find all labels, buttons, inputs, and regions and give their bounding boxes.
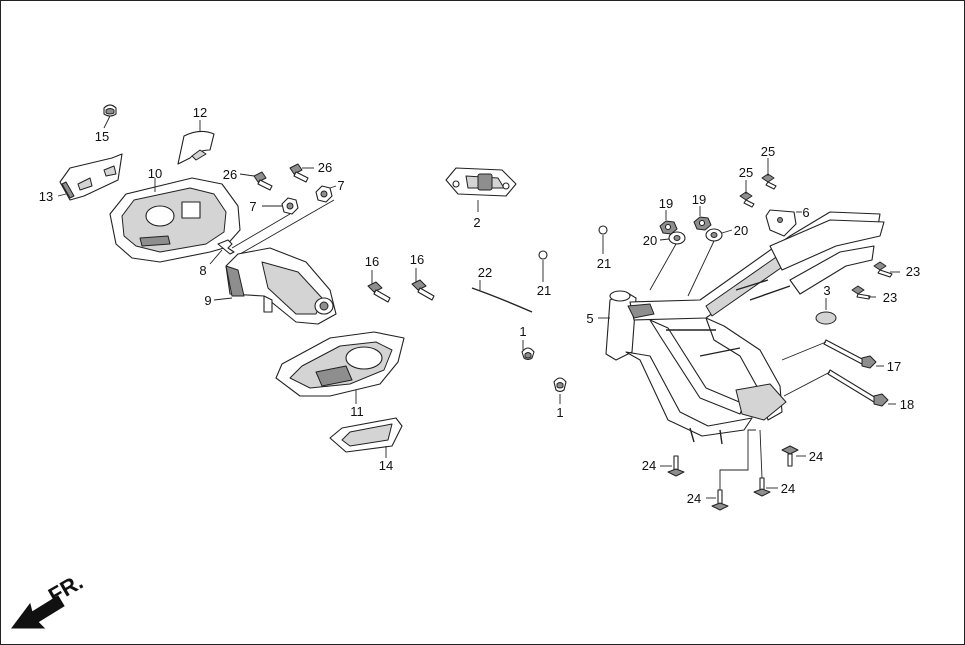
leader-20a xyxy=(659,238,670,241)
callout-10: 10 xyxy=(148,166,162,181)
callout-5: 5 xyxy=(586,311,593,326)
part-24-bolt-c[interactable] xyxy=(753,477,771,497)
part-26-bolt-a[interactable] xyxy=(253,171,273,191)
callout-19a: 19 xyxy=(659,196,673,211)
callout-16b: 16 xyxy=(410,252,424,267)
part-21-clip-a[interactable] xyxy=(538,250,548,260)
leader-8-link-a xyxy=(231,213,291,249)
part-17-long-bolt[interactable] xyxy=(823,339,877,369)
leader-9 xyxy=(213,297,233,301)
callout-23a: 23 xyxy=(906,264,920,279)
leader-13 xyxy=(57,193,67,197)
part-15-clip[interactable] xyxy=(103,104,117,117)
part-20-washer-b[interactable] xyxy=(705,228,723,242)
callout-12: 12 xyxy=(193,105,207,120)
part-24-bolt-b[interactable] xyxy=(711,489,729,511)
part-1-grommet-a[interactable] xyxy=(521,347,535,361)
callout-24d: 24 xyxy=(809,449,823,464)
part-25-bolt-a[interactable] xyxy=(761,173,777,190)
callout-19b: 19 xyxy=(692,192,706,207)
part-7-nut-b[interactable] xyxy=(315,185,333,203)
part-24-bolt-d[interactable] xyxy=(781,445,799,467)
part-24-bolt-a[interactable] xyxy=(667,455,685,477)
leader-8 xyxy=(209,249,223,265)
leader-17-to-frame xyxy=(781,341,827,361)
leader-8-link-b xyxy=(239,199,335,255)
leader-20b-to-frame xyxy=(687,240,715,297)
part-20-washer-a[interactable] xyxy=(668,231,686,245)
callout-26b: 26 xyxy=(318,160,332,175)
callout-17: 17 xyxy=(887,359,901,374)
callout-6: 6 xyxy=(802,205,809,220)
part-16-bolt-a[interactable] xyxy=(367,281,391,303)
part-22-tube[interactable] xyxy=(471,287,533,313)
part-2-bracket[interactable] xyxy=(445,167,517,197)
callout-16a: 16 xyxy=(365,254,379,269)
callout-3: 3 xyxy=(823,283,830,298)
part-26-bolt-b[interactable] xyxy=(289,163,309,183)
callout-1b: 1 xyxy=(556,405,563,420)
callout-8: 8 xyxy=(199,263,206,278)
part-8-clip[interactable] xyxy=(217,239,235,255)
callout-18: 18 xyxy=(900,397,914,412)
front-direction-arrow xyxy=(11,595,65,629)
part-12-cover[interactable] xyxy=(177,130,215,165)
leader-20b xyxy=(721,229,733,234)
part-9-headlight-bracket[interactable] xyxy=(225,247,337,325)
callout-15: 15 xyxy=(95,129,109,144)
callout-7b: 7 xyxy=(337,178,344,193)
callout-24b: 24 xyxy=(687,491,701,506)
callout-26a: 26 xyxy=(223,167,237,182)
part-1-grommet-b[interactable] xyxy=(553,377,567,393)
part-19-nut-a[interactable] xyxy=(659,220,678,235)
callout-13: 13 xyxy=(39,189,53,204)
part-23-bolt-a[interactable] xyxy=(873,261,893,278)
callout-20b: 20 xyxy=(734,223,748,238)
part-23-bolt-b[interactable] xyxy=(851,285,871,300)
part-7-nut-a[interactable] xyxy=(281,197,299,215)
callout-21b: 21 xyxy=(597,256,611,271)
callout-11: 11 xyxy=(350,404,364,419)
part-18-long-bolt[interactable] xyxy=(827,369,889,407)
leader-20a-to-frame xyxy=(649,243,677,291)
callout-25b: 25 xyxy=(739,165,753,180)
part-5-main-frame[interactable] xyxy=(605,211,885,445)
callout-20a: 20 xyxy=(643,233,657,248)
callout-9: 9 xyxy=(204,293,211,308)
leader-26a xyxy=(239,173,255,177)
leader-18-to-frame xyxy=(783,371,831,397)
part-16-bolt-b[interactable] xyxy=(411,279,435,301)
part-6-plate[interactable] xyxy=(765,209,797,237)
part-11-lower-cover[interactable] xyxy=(275,331,405,397)
part-14-lower-trim[interactable] xyxy=(329,417,403,453)
part-19-nut-b[interactable] xyxy=(693,216,712,231)
callout-14: 14 xyxy=(379,458,393,473)
part-13-bracket[interactable] xyxy=(59,153,123,201)
callout-22: 22 xyxy=(478,265,492,280)
callout-1a: 1 xyxy=(519,324,526,339)
leader-15 xyxy=(103,115,111,129)
part-3-grommet[interactable] xyxy=(815,311,837,325)
part-21-clip-b[interactable] xyxy=(598,225,608,235)
leader-24c-to-frame xyxy=(759,429,763,479)
leader-7b xyxy=(329,185,337,189)
part-25-bolt-b[interactable] xyxy=(739,191,755,208)
callout-21a: 21 xyxy=(537,283,551,298)
callout-7a: 7 xyxy=(249,199,256,214)
callout-23b: 23 xyxy=(883,290,897,305)
callout-24a: 24 xyxy=(642,458,656,473)
leader-24-to-frame xyxy=(719,429,756,490)
callout-24c: 24 xyxy=(781,481,795,496)
callout-25a: 25 xyxy=(761,144,775,159)
callout-2: 2 xyxy=(473,215,480,230)
part-10-headlight-housing[interactable] xyxy=(109,177,241,263)
